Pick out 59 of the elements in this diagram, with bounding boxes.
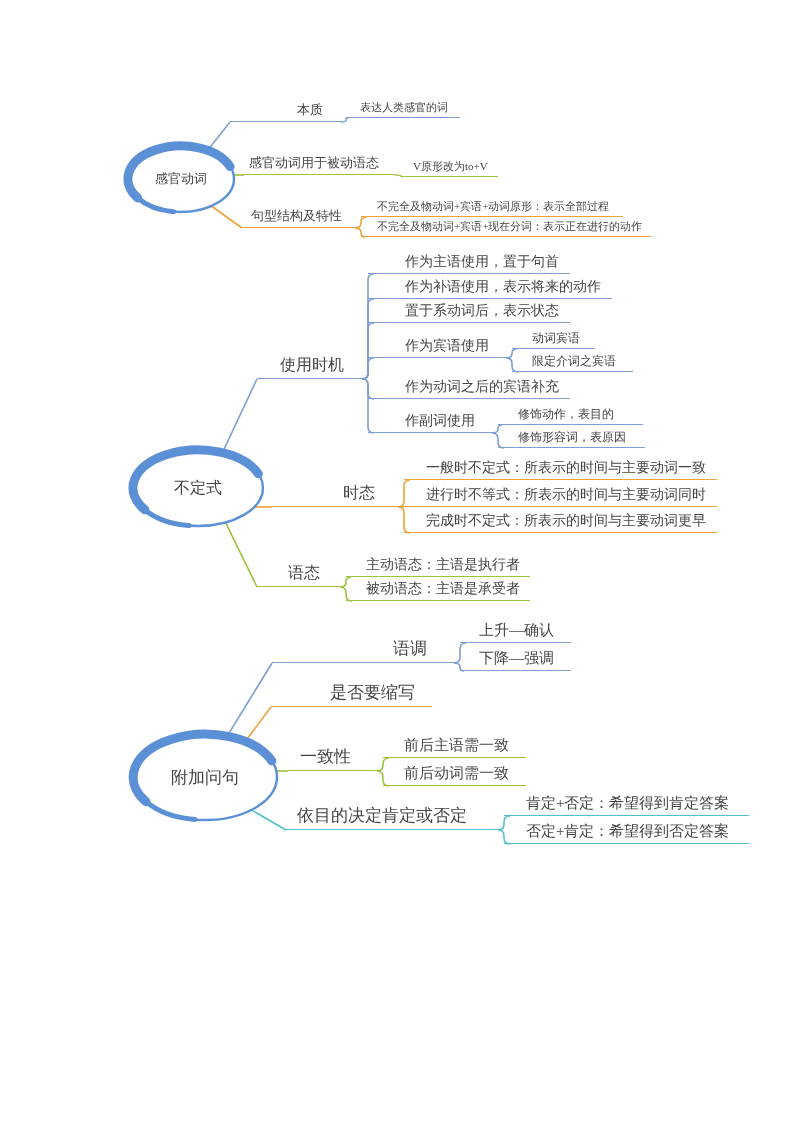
topic-label: 本质 [230,100,340,122]
subtopic-label: 主动语态：主语是执行者 [346,555,530,577]
subtopic-label: 作为动词之后的宾语补充 [368,377,570,399]
topic-label: 时态 [272,481,398,507]
subtopic-label: 进行时不等式：所表示的时间与主要动词同时 [404,484,717,507]
subtopic-label: 下降—强调 [460,647,571,671]
branch-line [397,506,405,508]
subtopic-label: 作为主语使用，置于句首 [368,252,570,274]
subtopic-label: 被动语态：主语是承受者 [346,579,530,601]
subtopic-label: 限定介词之宾语 [512,352,633,372]
branch-line [397,506,411,534]
branch-line [376,757,390,772]
subtopic-label: 完成时不定式：所表示的时间与主要动词更早 [404,510,717,533]
subtopic-label: 置于系动词后，表示状态 [368,301,570,323]
branch-line [361,378,375,434]
branch-line [361,357,375,380]
topic-label: 句型结构及特性 [242,206,355,228]
subtopic-label: V原形改为to+V [401,158,498,177]
branch-line [497,815,511,831]
topic-label: 一致性 [288,744,377,771]
topic-label: 语态 [257,561,340,587]
branch-line [275,770,289,772]
branch-line [453,662,465,672]
subtopic-label: 作为宾语使用 [368,336,506,358]
subtopic-label: 不完全及物动词+宾语+动词原形：表示全部过程 [361,198,623,217]
branch-line [339,576,352,588]
branch-line [376,770,390,787]
branch-line [339,586,353,602]
branch-line [250,809,287,831]
subtopic-label: 表达人类感官的词 [346,99,460,118]
branch-line [354,227,367,238]
branch-line [224,521,258,588]
subtopic-label: 前后动词需一致 [383,762,526,786]
branch-line [491,424,503,434]
subtopic-label: 作副词使用 [368,411,492,433]
subtopic-label: 作为补语使用，表示将来的动作 [368,277,612,299]
topic-label: 语调 [272,636,454,663]
branch-line [210,205,243,229]
branch-line [505,357,519,373]
branch-line [253,506,273,508]
subtopic-label: 否定+肯定：希望得到否定答案 [504,820,749,844]
subtopic-label: 修饰动作，表目的 [498,405,643,425]
topic-label: 感官动词用于被动语态 [244,153,395,175]
branch-line [339,117,349,123]
subtopic-label: 动词宾语 [512,329,595,349]
branch-line [491,432,505,449]
subtopic-label: 上升—确认 [460,619,571,643]
branch-line [394,174,403,178]
branch-line [232,174,245,176]
subtopic-label: 不完全及物动词+宾语+现在分词：表示正在进行的动作 [361,218,651,237]
subtopic-label: 修饰形容词，表原因 [498,428,645,448]
subtopic-label: 前后主语需一致 [383,734,526,758]
branch-line [505,348,518,359]
topic-label: 依目的决定肯定或否定 [286,803,498,830]
topic-label: 是否要缩写 [271,680,432,707]
branch-line [497,829,511,845]
subtopic-label: 一般时不定式：所表示的时间与主要动词一致 [404,457,717,480]
topic-label: 使用时机 [257,353,362,379]
subtopic-label: 肯定+否定：希望得到肯定答案 [504,792,749,816]
